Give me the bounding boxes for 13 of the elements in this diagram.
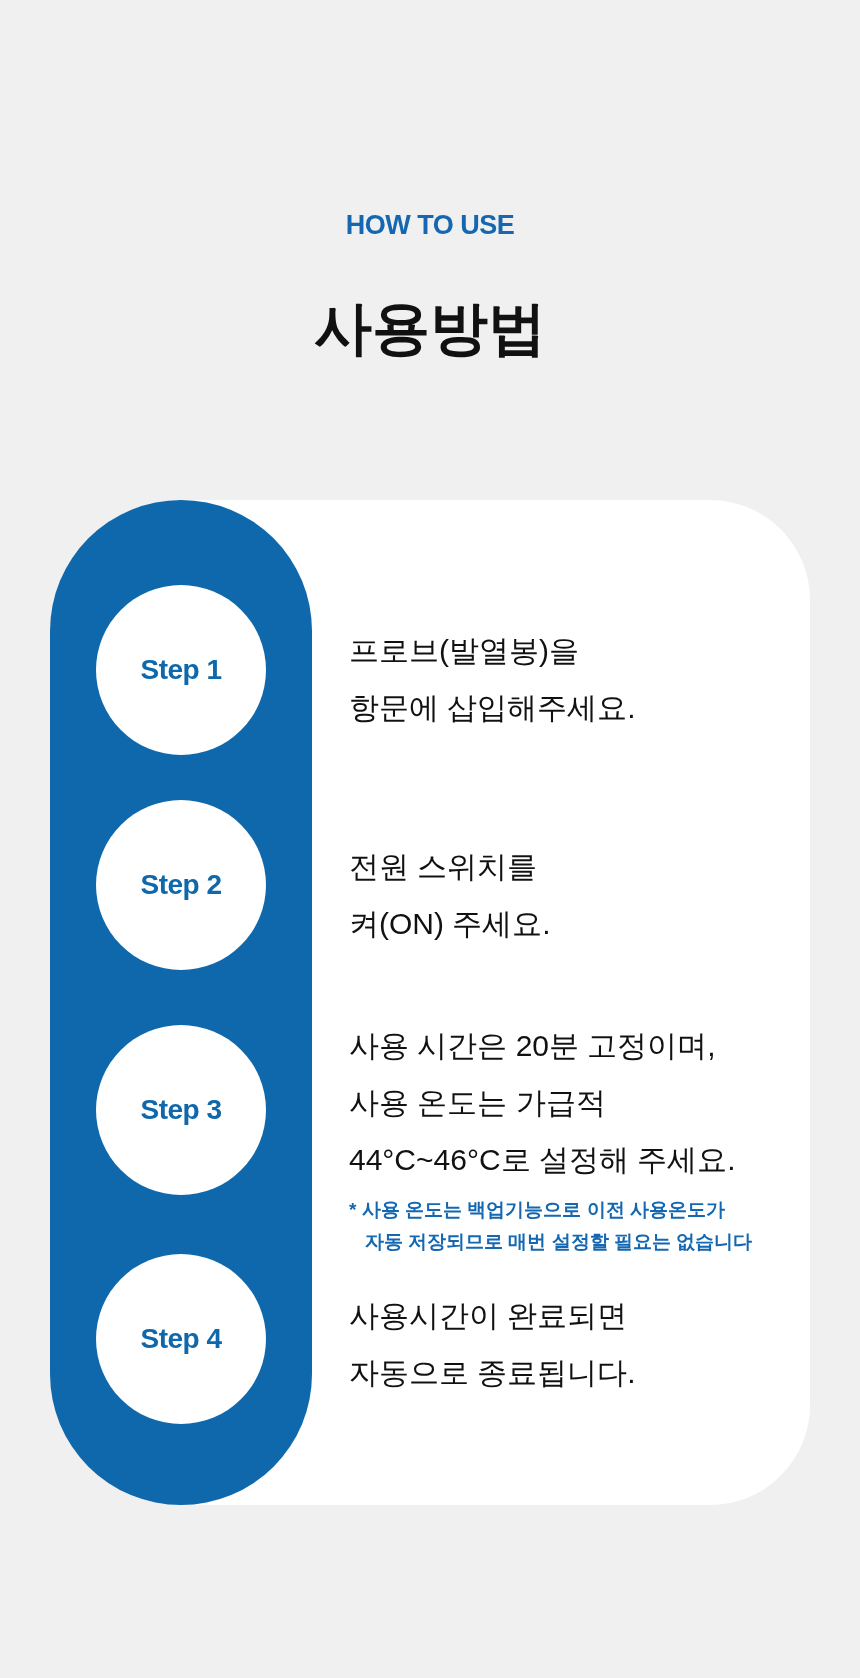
step-description: 사용 시간은 20분 고정이며, 사용 온도는 가급적 44°C~46°C로 설정해 주세요.	[349, 1028, 736, 1178]
note-text: * 사용 온도는 백업기능으로 이전 사용온도가 자동 저장되므로 매번 설정할 필요는 없습니다	[349, 1198, 753, 1254]
step-description: 사용시간이 완료되면 자동으로 종료됩니다.	[349, 1298, 636, 1391]
step-circle: Step 3	[96, 1025, 266, 1195]
title: 사용방법	[314, 295, 546, 360]
step-circle: Step 1	[96, 585, 266, 755]
step-description: 전원 스위치를 켜(ON) 주세요.	[349, 849, 551, 942]
step-bar	[50, 500, 312, 1505]
step-description: 프로브(발열봉)을 항문에 삽입해주세요.	[349, 633, 636, 726]
subtitle: HOW TO USE	[345, 210, 515, 240]
step-circle: Step 4	[96, 1254, 266, 1424]
step-circle: Step 2	[96, 800, 266, 970]
card-background	[50, 500, 810, 1505]
